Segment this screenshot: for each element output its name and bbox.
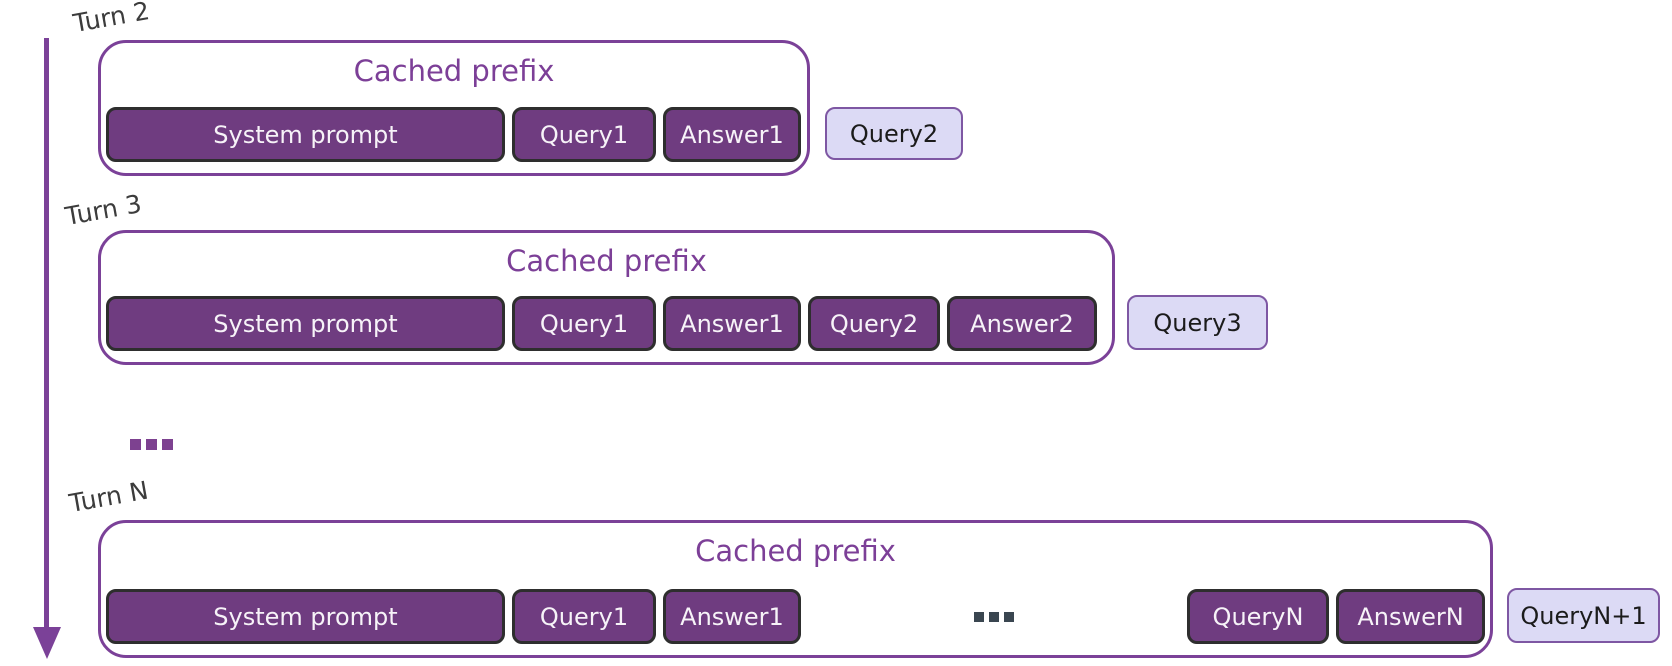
token-block-answer2: Answer2 <box>947 296 1097 351</box>
new-query-block-query-n-plus-1: QueryN+1 <box>1507 588 1660 643</box>
new-query-block-query2: Query2 <box>825 107 963 160</box>
token-block-query1: Query1 <box>512 107 656 162</box>
cached-row-gap <box>808 589 1180 644</box>
turn-2-label: Turn 2 <box>70 0 152 38</box>
cached-prefix-title: Cached prefix <box>695 534 896 568</box>
cached-prefix-group-turn-n: Cached prefix System prompt Query1 Answe… <box>98 520 1493 658</box>
turn-3-label: Turn 3 <box>62 189 144 231</box>
token-block-system-prompt: System prompt <box>106 589 505 644</box>
cached-prefix-title: Cached prefix <box>506 244 707 278</box>
timeline-arrow-line <box>44 38 49 630</box>
cached-token-row: System prompt Query1 Answer1 Query2 Answ… <box>106 296 1107 351</box>
cached-prefix-group-turn3: Cached prefix System prompt Query1 Answe… <box>98 230 1115 365</box>
token-block-query1: Query1 <box>512 296 656 351</box>
token-block-query2: Query2 <box>808 296 940 351</box>
new-query-block-query3: Query3 <box>1127 295 1268 350</box>
token-block-system-prompt: System prompt <box>106 107 505 162</box>
token-block-answer1: Answer1 <box>663 296 801 351</box>
rows-ellipsis-icon <box>130 439 173 450</box>
down-arrowhead-icon <box>33 627 61 659</box>
turn-n-label: Turn N <box>66 475 151 518</box>
inner-ellipsis-icon <box>974 611 1014 622</box>
token-block-system-prompt: System prompt <box>106 296 505 351</box>
cached-prefix-title: Cached prefix <box>353 54 555 88</box>
token-block-query1: Query1 <box>512 589 656 644</box>
token-block-answer1: Answer1 <box>663 107 801 162</box>
token-block-query-n: QueryN <box>1187 589 1329 644</box>
token-block-answer1: Answer1 <box>663 589 801 644</box>
cached-token-row: System prompt Query1 Answer1 <box>106 107 802 162</box>
cached-token-row: System prompt Query1 Answer1 QueryN Answ… <box>106 589 1485 644</box>
token-block-answer-n: AnswerN <box>1336 589 1485 644</box>
cached-prefix-group-turn2: Cached prefix System prompt Query1 Answe… <box>98 40 810 176</box>
